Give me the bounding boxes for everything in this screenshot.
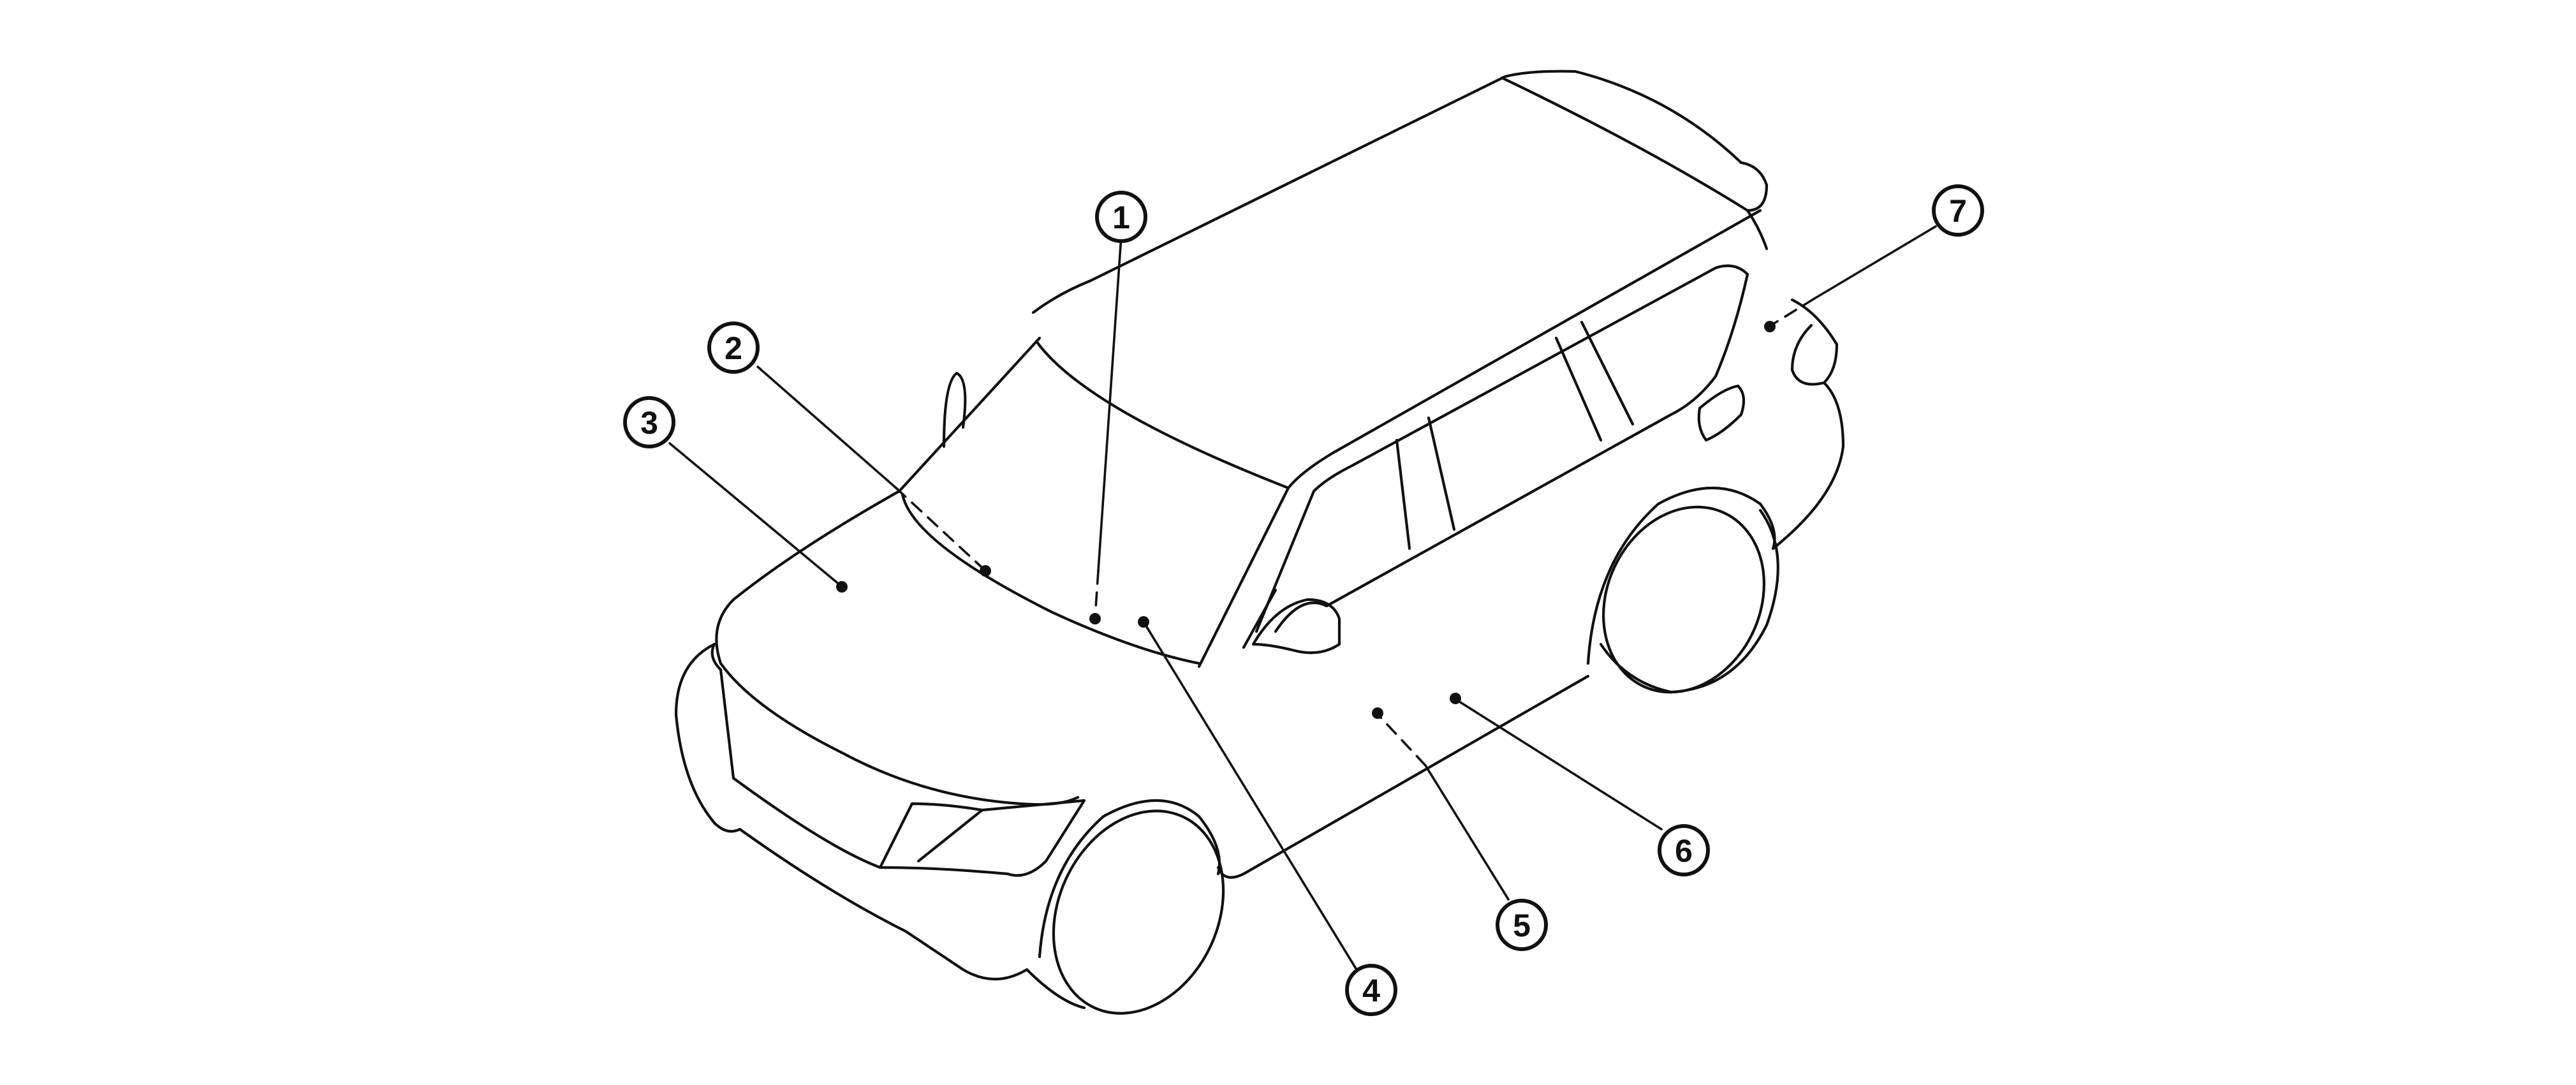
callout-2: 2 <box>707 321 760 374</box>
callout-2-label: 2 <box>725 330 742 366</box>
callout-1-label: 1 <box>1112 200 1130 235</box>
callout-4-label: 4 <box>1362 973 1380 1008</box>
callout-7-label: 7 <box>1949 193 1967 229</box>
callout-4: 4 <box>1345 964 1397 1016</box>
callout-3: 3 <box>623 396 675 448</box>
callout-6-label: 6 <box>1675 833 1693 869</box>
callout-1: 1 <box>1095 191 1147 243</box>
leader-lines <box>668 225 1937 974</box>
callout-6: 6 <box>1658 824 1710 876</box>
callout-3-label: 3 <box>640 405 658 441</box>
callout-7: 7 <box>1932 184 1984 237</box>
vehicle-outline <box>674 70 1845 1015</box>
callout-5: 5 <box>1496 899 1548 951</box>
callout-5-label: 5 <box>1513 908 1531 943</box>
